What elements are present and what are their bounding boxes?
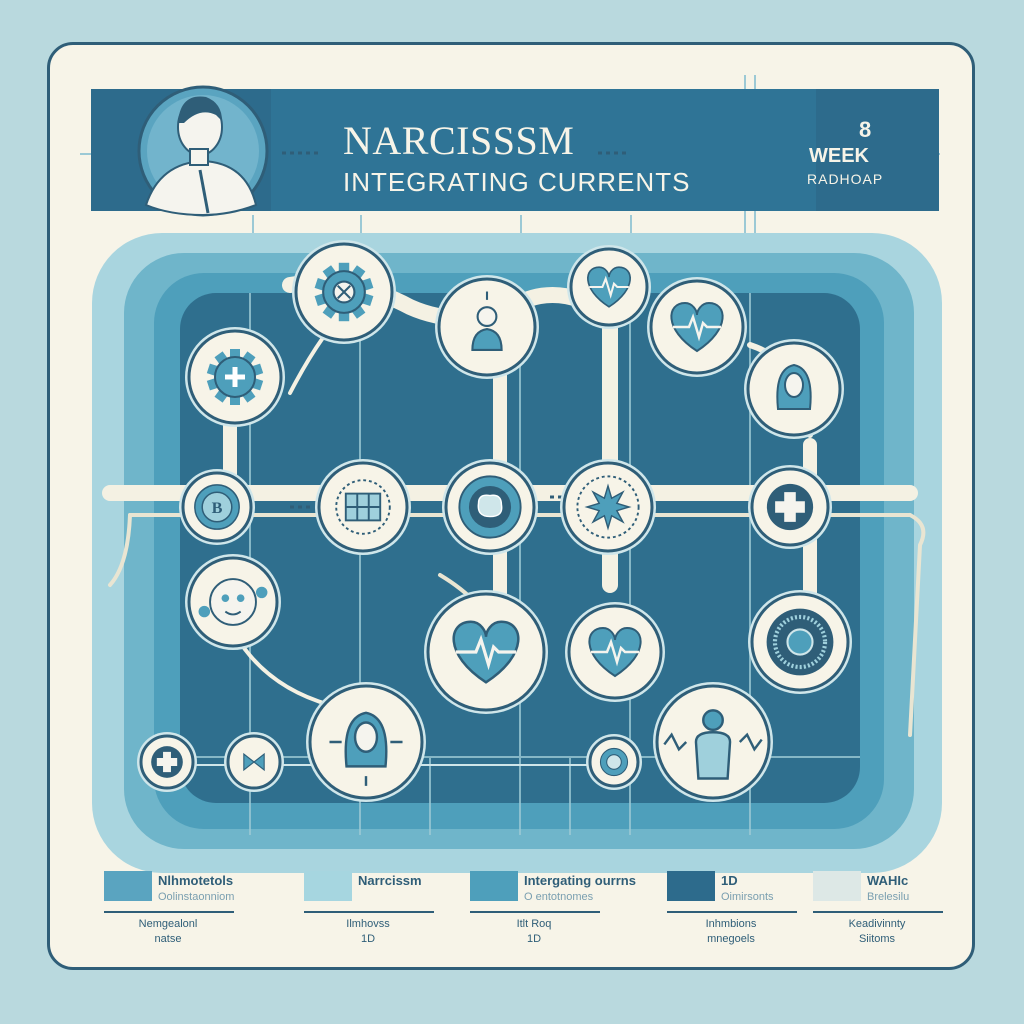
roadmap-node[interactable]	[748, 590, 852, 694]
legend-label: Nlhmotetols	[158, 873, 234, 888]
heart-pulse-icon	[452, 620, 520, 684]
legend-label: 1D	[721, 873, 738, 888]
roadmap-node[interactable]	[653, 682, 773, 802]
roadmap-node[interactable]	[185, 554, 281, 650]
legend-sub: Oimirsonts	[721, 891, 774, 903]
roadmap-node[interactable]	[224, 732, 284, 792]
roadmap-node[interactable]	[647, 277, 747, 377]
roadmap-node[interactable]	[586, 734, 642, 790]
page-subtitle: INTEGRATING CURRENTS	[343, 167, 691, 197]
medical-cross-icon	[766, 483, 814, 531]
legend-label: Narrcissm	[358, 873, 422, 888]
target-ring-icon	[766, 608, 834, 676]
gear-icon	[314, 262, 374, 322]
legend-swatch	[667, 871, 715, 901]
roadmap-node[interactable]	[185, 327, 285, 427]
legend-sub: Oolinstaonniom	[158, 891, 235, 903]
roadmap-node[interactable]	[560, 459, 656, 555]
page-title: NARCISSSM	[343, 118, 575, 163]
node-label: B	[212, 499, 223, 517]
legend-label: Intergating ourrns	[524, 873, 636, 888]
woman-face-icon	[776, 363, 812, 410]
grid-target-icon	[335, 479, 391, 535]
b-badge-icon: B	[194, 484, 240, 530]
week-count: 8	[859, 117, 872, 142]
roadmap-node[interactable]	[292, 240, 396, 344]
legend-swatch	[470, 871, 518, 901]
legend-swatch	[813, 871, 861, 901]
person-icon	[471, 291, 503, 351]
roadmap-node[interactable]	[306, 682, 426, 802]
butterfly-icon	[243, 752, 265, 772]
roadmap-node[interactable]: B	[179, 469, 255, 545]
roadmap-card: NARCISSSM INTEGRATING CURRENTS 8 WEEK RA…	[47, 42, 975, 970]
legend-swatch	[104, 871, 152, 901]
roadmap-node[interactable]	[424, 590, 548, 714]
roadmap-node[interactable]	[442, 459, 538, 555]
heart-pulse-icon	[588, 626, 642, 678]
legend-divider	[104, 911, 234, 913]
gear-cross-icon	[206, 349, 264, 405]
heart-pulse-icon	[670, 301, 724, 353]
brain-icon	[458, 475, 522, 539]
legend-sub: Brelesilu	[867, 891, 910, 903]
roadmap-node[interactable]	[435, 275, 539, 379]
roadmap-node[interactable]	[748, 465, 832, 549]
legend-divider	[470, 911, 600, 913]
star-burst-icon	[576, 475, 640, 539]
dash-connectors	[282, 151, 626, 509]
header-band	[271, 89, 816, 211]
sphere-icon	[599, 747, 629, 777]
roadmap-node[interactable]	[567, 245, 651, 329]
faces-icon	[198, 578, 268, 626]
doctor-icon	[663, 709, 763, 780]
legend-divider	[304, 911, 434, 913]
roadmap-node[interactable]	[744, 339, 844, 439]
week-label: WEEK	[809, 145, 869, 167]
legend-swatch	[304, 871, 352, 901]
legend-divider	[813, 911, 943, 913]
avatar	[137, 85, 269, 217]
woman-icon	[329, 711, 403, 786]
roadmap-label: RADHOAP	[807, 171, 884, 187]
roadmap-diagram: B	[92, 85, 942, 873]
heart-pulse-icon	[587, 266, 631, 308]
roadmap-node[interactable]	[137, 732, 197, 792]
medical-cross-icon	[151, 746, 183, 778]
roadmap-node[interactable]	[565, 602, 665, 702]
roadmap-node[interactable]	[315, 459, 411, 555]
legend-divider	[667, 911, 797, 913]
legend-label: WAHIc	[867, 873, 909, 888]
legend-sub: O entotnomes	[524, 891, 594, 903]
